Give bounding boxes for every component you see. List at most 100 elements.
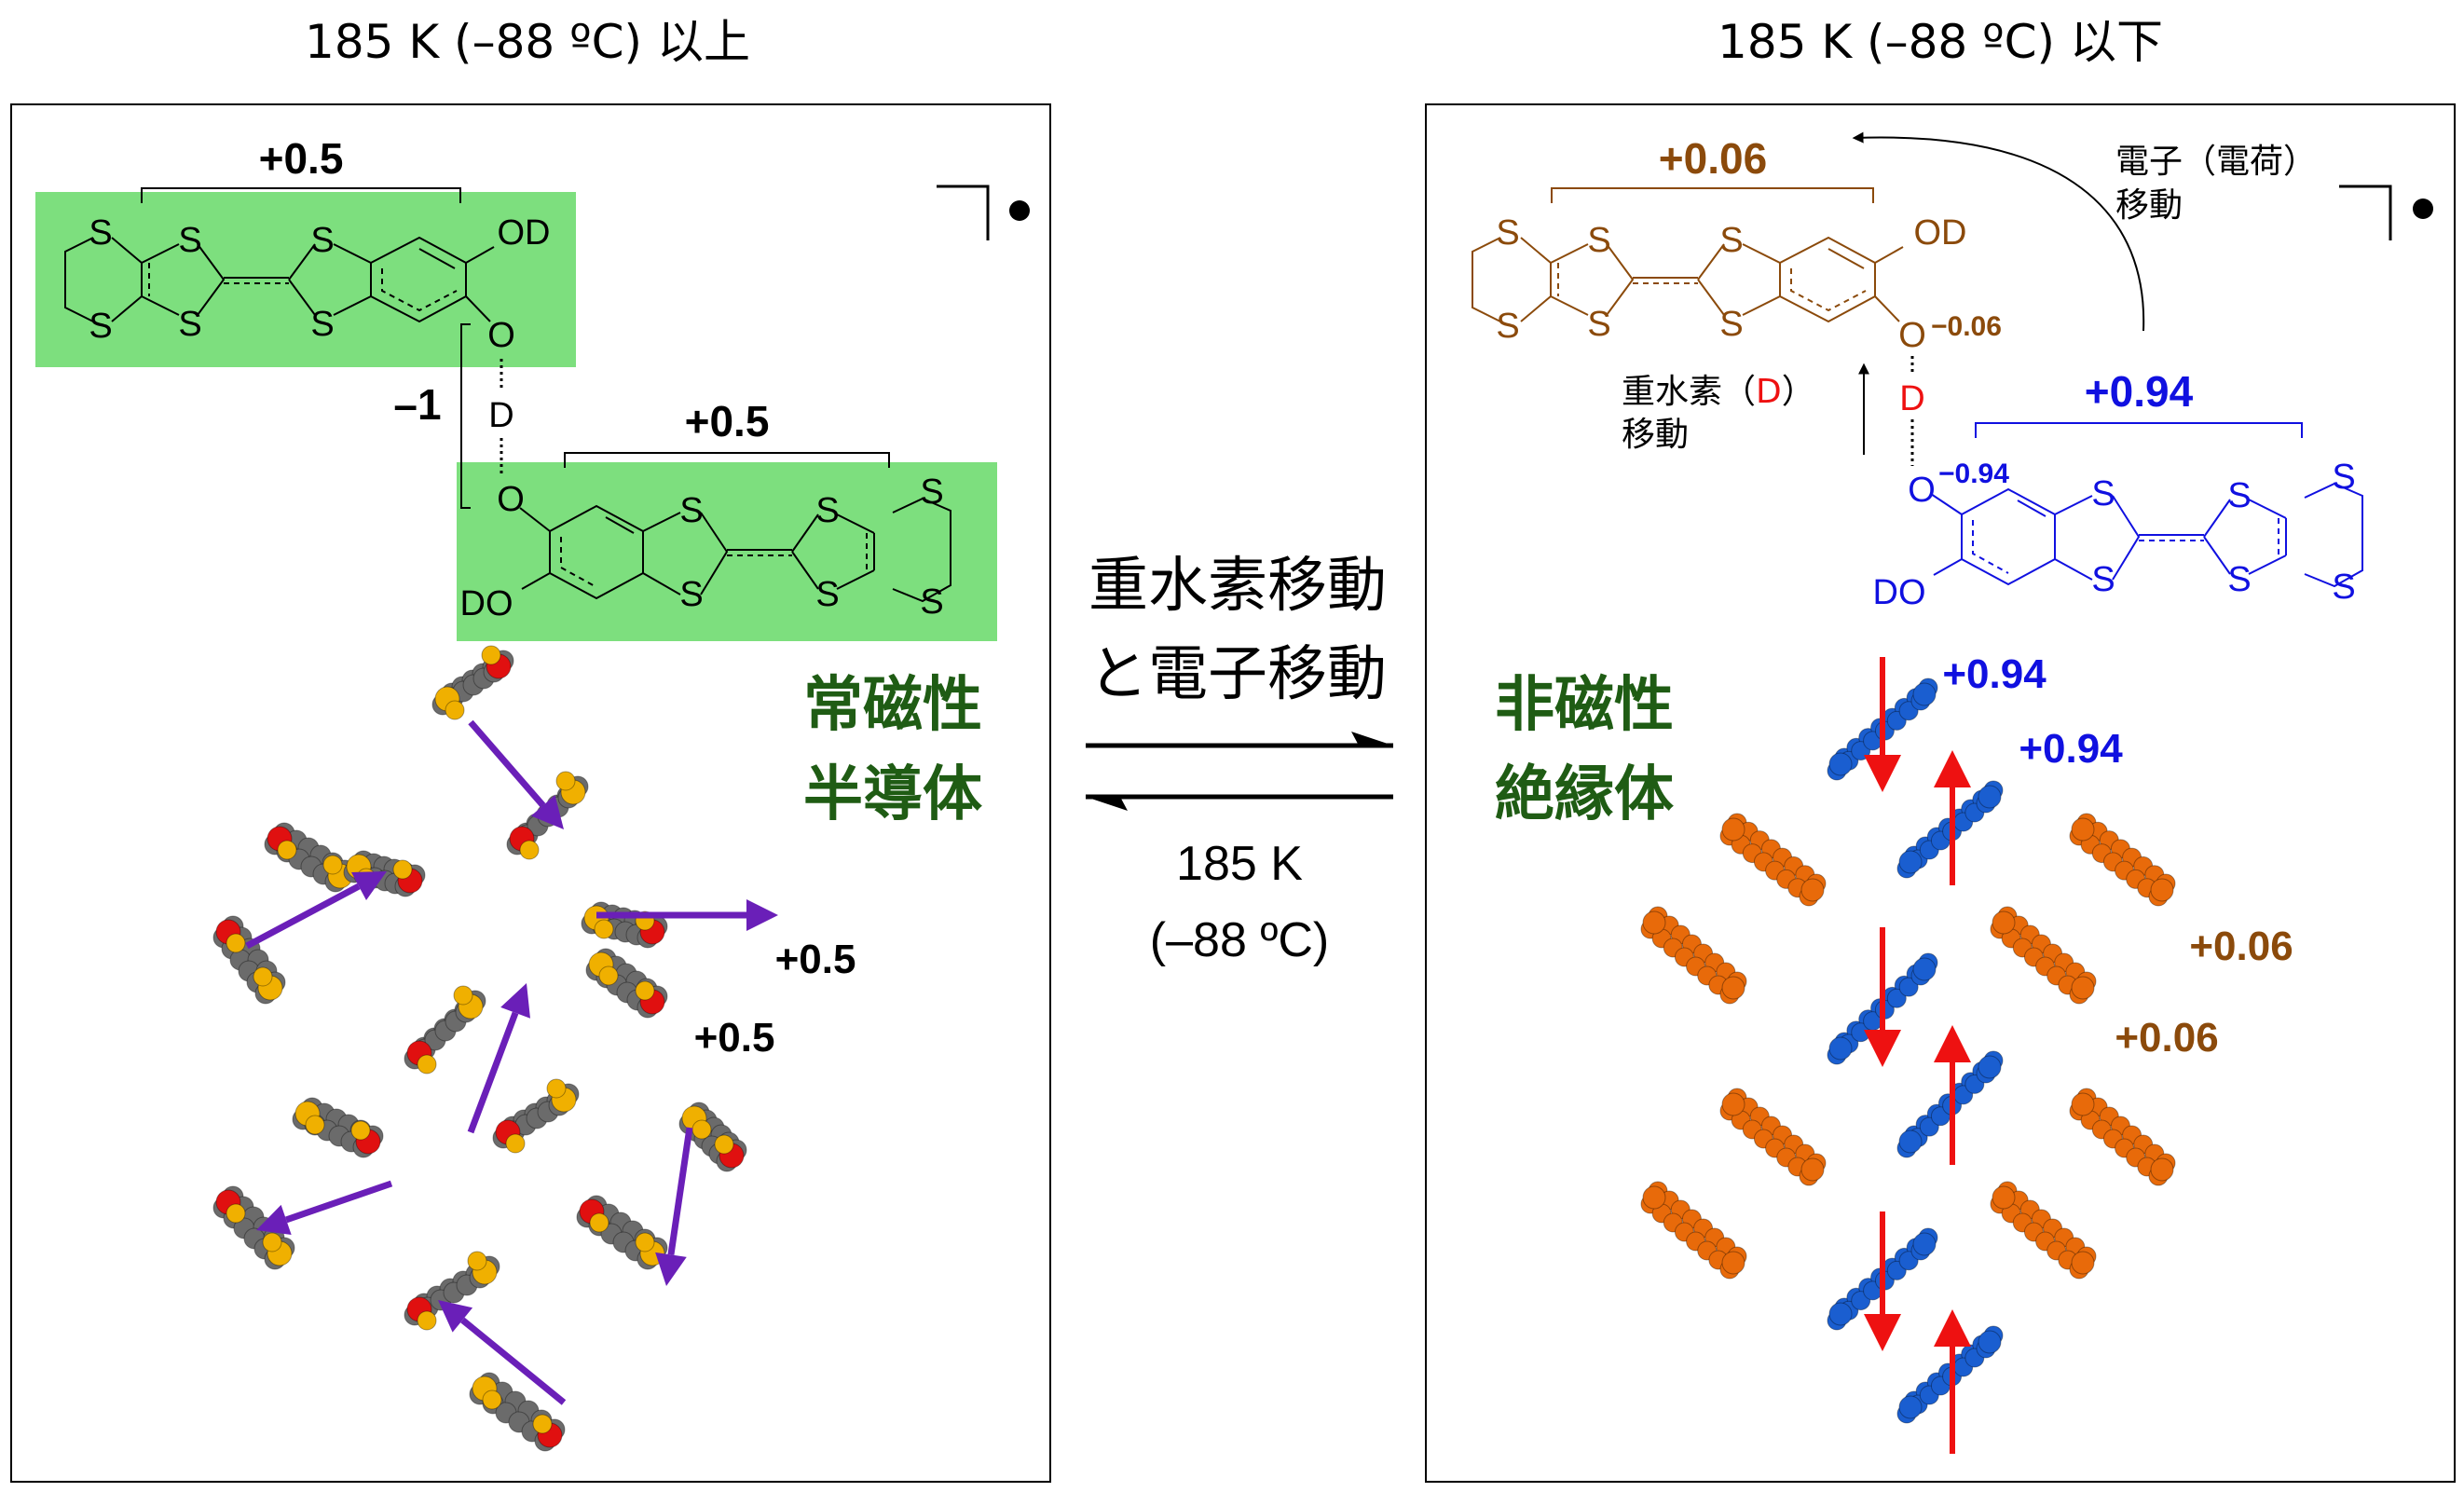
charge-upper-brown: +0.06 (1659, 134, 1767, 183)
right-state-line1: 非磁性 (1495, 671, 1674, 740)
spin-arrow (467, 983, 530, 1134)
atom-s: S (920, 472, 943, 512)
atom-ball (1978, 1330, 2002, 1354)
electron-transfer-label-line2: 移動 (2115, 186, 2183, 225)
crystal-charge-blue: +0.94 (1942, 651, 2046, 697)
green-highlight-upper (35, 192, 576, 367)
o-charge-lower: −0.94 (1938, 459, 2009, 489)
atom-ball (1800, 1157, 1825, 1182)
atom-ball (1992, 1185, 2016, 1210)
atom-s: S (89, 307, 112, 346)
atom-ball (482, 1389, 502, 1410)
atom-ball (1800, 878, 1825, 902)
atom-ball (322, 855, 343, 875)
atom-ball (1642, 1185, 1666, 1210)
left-crystal-structure (212, 645, 747, 1452)
atom-ball (1978, 785, 2002, 809)
crystal-molecule (292, 1097, 384, 1158)
right-spin-arrows (1864, 657, 1971, 1454)
atom-ball (467, 1251, 487, 1271)
atom-s: S (1719, 305, 1743, 344)
atom-ball (1721, 1092, 1745, 1116)
electron-transfer-arrow (1852, 131, 2145, 332)
bridge-bracket (460, 323, 471, 509)
atom-ball (555, 771, 576, 791)
crystal-charge-orange: +0.06 (2189, 924, 2293, 969)
crystal-molecule (576, 1195, 668, 1270)
atom-s: S (815, 575, 839, 614)
atom-ball (2071, 976, 2095, 1000)
atom-s: S (679, 575, 703, 614)
atom-ball (1721, 817, 1745, 842)
atom-ball (1912, 682, 1937, 706)
crystal-molecule (1990, 906, 2097, 1005)
atom-ball (417, 1310, 437, 1331)
atom-s: S (2091, 560, 2115, 599)
atom-ball (532, 1414, 553, 1434)
crystal-charge-blue: +0.94 (2019, 726, 2123, 772)
crystal-molecule (1640, 1181, 1747, 1280)
atom-ball (1898, 977, 1919, 997)
atom-s: S (1719, 221, 1743, 260)
atom-ball (1898, 1129, 1923, 1154)
process-label-line1: 重水素移動 (1088, 552, 1387, 621)
atom-od: OD (498, 213, 551, 253)
crystal-molecule (212, 1185, 295, 1270)
atom-ball (1912, 957, 1937, 981)
atom-ball (2150, 1157, 2174, 1182)
atom-s: S (2227, 476, 2251, 515)
crystal-molecule (1827, 1227, 1938, 1331)
electron-transfer-label-line1: 電子（電荷） (2115, 143, 2317, 181)
bracket-upper-brown (1551, 187, 1874, 203)
atom-ball (546, 1078, 567, 1099)
atom-s: S (1496, 213, 1519, 253)
atom-s: S (89, 213, 112, 253)
atom-s: S (2332, 458, 2355, 497)
crystal-molecule (431, 645, 514, 720)
atom-ball (2071, 1092, 2095, 1116)
crystal-molecule (678, 1102, 747, 1172)
atom-o: O (497, 480, 525, 519)
crystal-molecule (581, 901, 668, 949)
crystal-molecule (1990, 1181, 2097, 1280)
spin-symbol-right (2339, 185, 2433, 240)
right-panel-frame (1425, 103, 2456, 1483)
crystal-charge-orange: +0.06 (2115, 1015, 2218, 1061)
crystal-molecule (1719, 1088, 1827, 1186)
bracket-upper (141, 187, 461, 203)
atom-ball (1886, 988, 1907, 1008)
left-panel-title: 185 K (–88 ºC) 以上 (305, 15, 750, 69)
o-charge-upper: −0.06 (1931, 311, 2002, 342)
crystal-molecule (1719, 813, 1827, 907)
atom-ball (519, 840, 540, 860)
charge-upper-label: +0.5 (259, 134, 344, 183)
spin-arrow (1934, 750, 1971, 885)
equilibrium-arrows (1086, 732, 1393, 811)
atom-o: O (487, 316, 515, 355)
spin-arrow (468, 719, 564, 829)
bridge-d-label: D (488, 396, 513, 435)
atom-ball (1992, 910, 2016, 935)
crystal-molecule (1827, 952, 1938, 1065)
left-dimer: +0.5 +0.5 –1 S S S S S (35, 134, 997, 641)
process-label-line2: と電子移動 (1088, 640, 1387, 709)
atom-ball (589, 1212, 609, 1233)
atom-ball (1912, 1232, 1937, 1256)
atom-s: S (1587, 305, 1610, 344)
atom-ball (262, 1232, 282, 1252)
bridge-charge-label: –1 (393, 380, 441, 429)
atom-s: S (310, 305, 334, 344)
crystal-molecule (2069, 1088, 2176, 1186)
atom-o: O (1898, 316, 1926, 355)
atom-ball (1828, 1036, 1853, 1061)
atom-ball (445, 700, 465, 720)
atom-s: S (815, 491, 839, 530)
atom-ball (598, 965, 619, 986)
crystal-molecule (1640, 906, 1747, 1005)
atom-do: DO (1873, 573, 1926, 612)
spin-arrow (1934, 1025, 1971, 1165)
atom-ball (481, 645, 501, 665)
left-spin-arrows (245, 719, 778, 1405)
atom-s: S (2332, 568, 2355, 607)
